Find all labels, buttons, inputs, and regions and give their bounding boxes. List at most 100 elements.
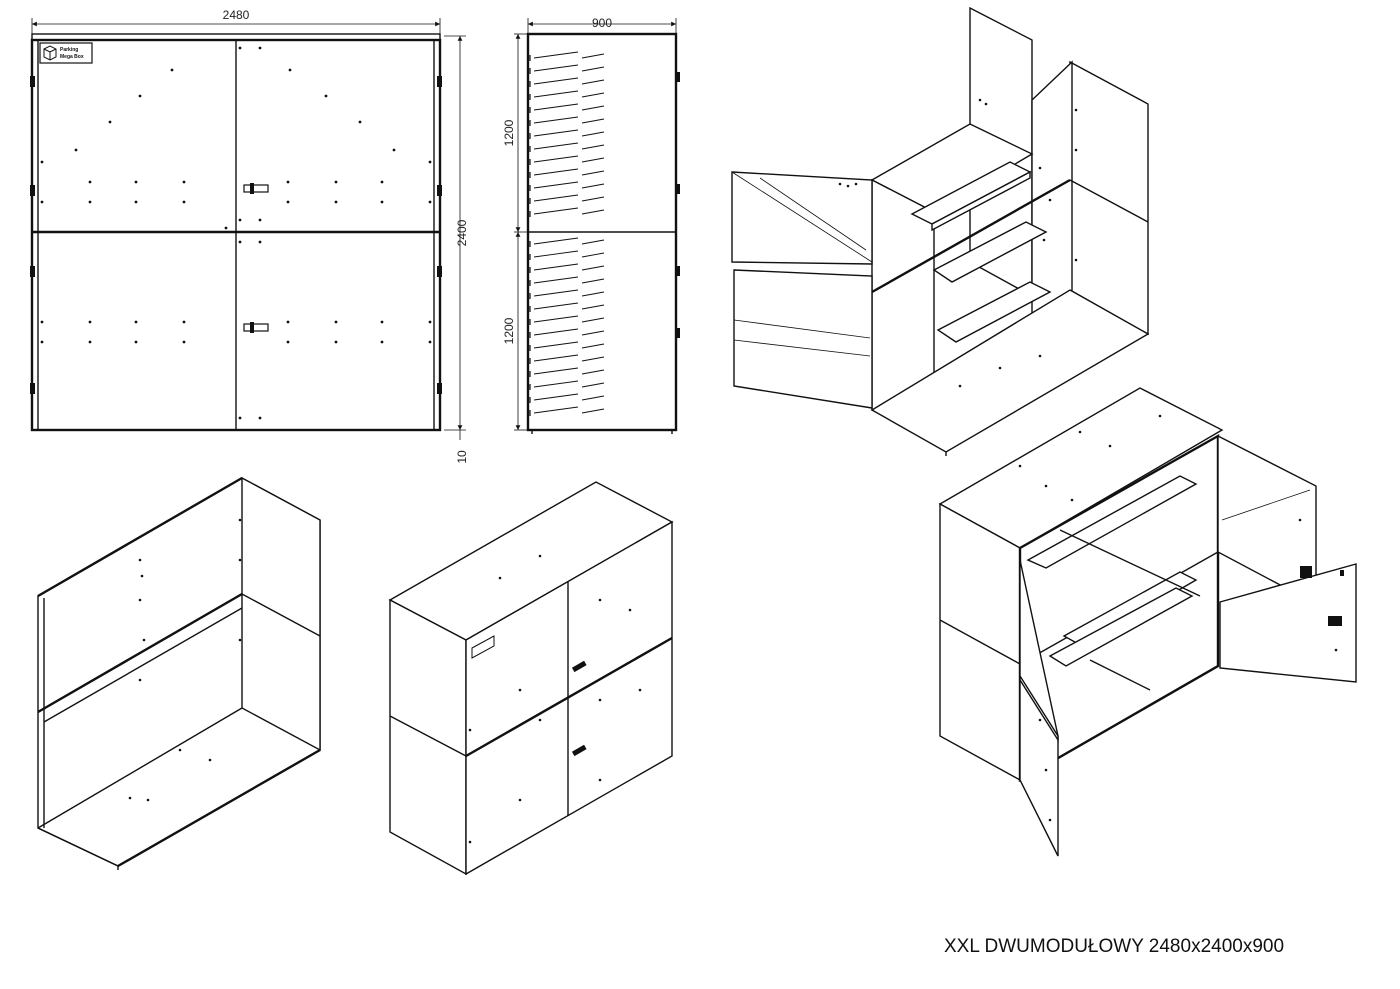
rivet-dot bbox=[334, 320, 338, 324]
rivet-dot bbox=[134, 180, 138, 184]
rivet-dot bbox=[334, 340, 338, 344]
iso-dots-4 bbox=[1018, 414, 1344, 822]
louvre-slot bbox=[581, 196, 605, 202]
louvre-slot bbox=[533, 51, 579, 59]
louvre-slot bbox=[581, 265, 605, 271]
rivet-dot bbox=[182, 340, 186, 344]
rivet-dot bbox=[138, 94, 142, 98]
rivet-dot bbox=[428, 160, 432, 164]
louvre-slot bbox=[533, 237, 579, 245]
logo-line1: Parking bbox=[60, 47, 78, 53]
dim-height: 2400 bbox=[455, 219, 469, 246]
rivet-dot bbox=[182, 320, 186, 324]
louvre-slot bbox=[581, 304, 605, 310]
louvre-slot bbox=[581, 183, 605, 189]
rivet-dot bbox=[40, 320, 44, 324]
louvre-slot bbox=[581, 118, 605, 124]
rivet-dot bbox=[258, 218, 262, 222]
louvre-slot bbox=[533, 302, 579, 310]
closed-logo bbox=[471, 635, 495, 659]
rivet-dot bbox=[380, 320, 384, 324]
louvre-slot bbox=[581, 79, 605, 85]
louvre-slot bbox=[581, 278, 605, 284]
louvre-slot bbox=[533, 406, 579, 414]
louvre-slot bbox=[581, 252, 605, 258]
rivet-dot bbox=[324, 94, 328, 98]
rivet-dot bbox=[380, 180, 384, 184]
louvre-slot bbox=[533, 289, 579, 297]
rivet-dot bbox=[182, 200, 186, 204]
dim-depth: 900 bbox=[592, 16, 612, 30]
rivet-dot bbox=[238, 46, 242, 50]
louvre-slot bbox=[581, 53, 605, 59]
louvre-slot bbox=[533, 367, 579, 375]
louvre-slot bbox=[533, 181, 579, 189]
louvre-slot bbox=[581, 291, 605, 297]
rivet-dot bbox=[134, 200, 138, 204]
rivet-dot bbox=[334, 180, 338, 184]
louvre-slot bbox=[581, 131, 605, 137]
louvre-slot bbox=[581, 105, 605, 111]
ventilation-slots bbox=[529, 51, 605, 416]
rivet-dot bbox=[74, 148, 78, 152]
rivet-dot bbox=[224, 226, 228, 230]
louvre-slot bbox=[533, 194, 579, 202]
rivet-dot bbox=[258, 46, 262, 50]
louvre-slot bbox=[581, 395, 605, 401]
rivet-dot bbox=[88, 340, 92, 344]
louvre-slot bbox=[533, 250, 579, 258]
rivet-dot bbox=[380, 340, 384, 344]
rivet-dot bbox=[238, 218, 242, 222]
iso-closed-view bbox=[388, 481, 674, 876]
dim-lower: 1200 bbox=[502, 317, 516, 344]
louvre-slot bbox=[581, 356, 605, 362]
louvre-slot bbox=[533, 90, 579, 98]
drawing-caption: XXL DWUMODUŁOWY 2480x2400x900 bbox=[944, 936, 1285, 957]
louvre-slot bbox=[581, 144, 605, 150]
rivet-dot bbox=[358, 120, 362, 124]
rivet-dot bbox=[286, 200, 290, 204]
rivet-dot bbox=[88, 180, 92, 184]
logo-line2: Mega Box bbox=[60, 54, 84, 60]
louvre-slot bbox=[533, 129, 579, 137]
rivet-dot bbox=[238, 240, 242, 244]
rivet-dot bbox=[88, 200, 92, 204]
rivet-dot bbox=[40, 160, 44, 164]
rivet-dot bbox=[40, 340, 44, 344]
louvre-slot bbox=[581, 369, 605, 375]
rivet-dot bbox=[428, 320, 432, 324]
rivet-dots bbox=[40, 46, 432, 420]
iso-dots-2 bbox=[128, 518, 242, 802]
rivet-dot bbox=[170, 68, 174, 72]
brand-logo: Parking Mega Box bbox=[39, 42, 93, 64]
dim-width: 2480 bbox=[223, 8, 250, 22]
louvre-slot bbox=[533, 380, 579, 388]
louvre-slot bbox=[533, 64, 579, 72]
louvre-slot bbox=[533, 142, 579, 150]
louvre-slot bbox=[581, 66, 605, 72]
side-hinges bbox=[676, 72, 680, 338]
rivet-dot bbox=[380, 200, 384, 204]
rivet-dot bbox=[288, 68, 292, 72]
louvre-slot bbox=[533, 207, 579, 215]
iso-dots-1 bbox=[838, 98, 1078, 388]
louvre-slot bbox=[533, 155, 579, 163]
louvre-slot bbox=[581, 92, 605, 98]
rivet-dot bbox=[286, 320, 290, 324]
rivet-dot bbox=[392, 148, 396, 152]
louvre-slot bbox=[581, 239, 605, 245]
side-view: 900 1200 1200 bbox=[502, 16, 680, 434]
rivet-dot bbox=[286, 340, 290, 344]
louvre-slot bbox=[533, 168, 579, 176]
louvre-slot bbox=[581, 382, 605, 388]
louvre-slot bbox=[533, 315, 579, 323]
louvre-slot bbox=[581, 408, 605, 414]
louvre-slot bbox=[533, 77, 579, 85]
iso-open-doors-view bbox=[731, 6, 1150, 456]
louvre-slot bbox=[581, 317, 605, 323]
iso-dots-3 bbox=[468, 554, 642, 844]
rivet-dot bbox=[182, 180, 186, 184]
louvre-slot bbox=[533, 263, 579, 271]
rivet-dot bbox=[108, 120, 112, 124]
